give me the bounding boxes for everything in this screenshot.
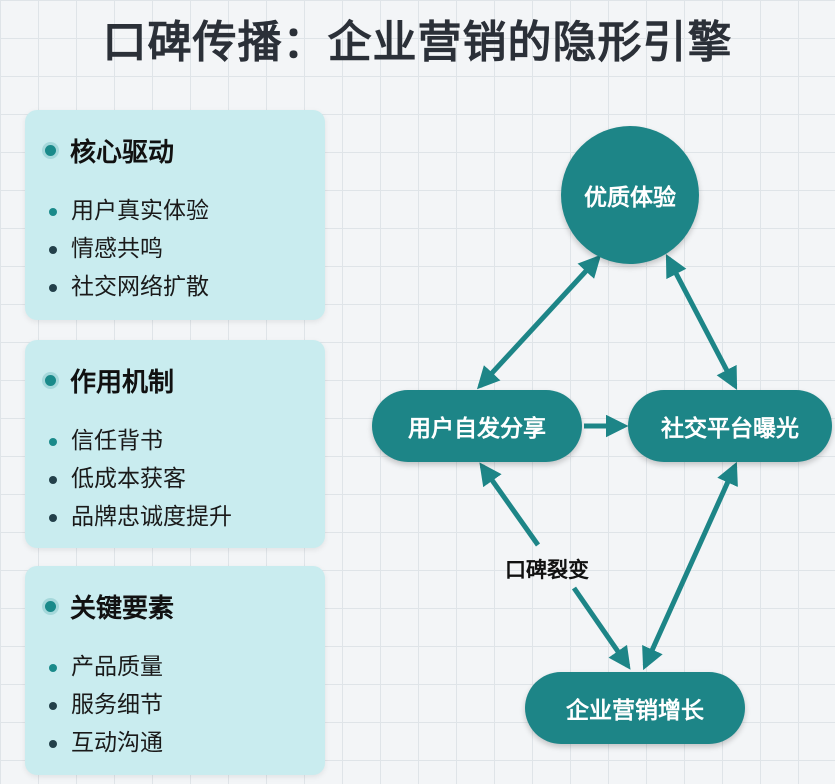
list-item: 情感共鸣 [47, 230, 209, 268]
edge-label: 口碑裂变 [505, 558, 589, 582]
page-title: 口碑传播：企业营销的隐形引擎 [102, 17, 733, 68]
list-item: 信任背书 [47, 422, 232, 460]
node-marketing-growth: 企业营销增长 [525, 672, 745, 744]
node-social-exposure: 社交平台曝光 [628, 390, 832, 462]
arrow-to-bottom [571, 586, 631, 670]
list-item: 低成本获客 [47, 460, 232, 498]
node-quality-experience: 优质体验 [561, 126, 699, 264]
arrow-top-left [476, 254, 602, 390]
panel-core-drivers: 核心驱动 用户真实体验 情感共鸣 社交网络扩散 [25, 110, 325, 320]
arrow-bottom-right [642, 461, 738, 671]
panel-heading: 作用机制 [70, 368, 175, 398]
list-item: 产品质量 [47, 648, 163, 686]
panel-heading: 核心驱动 [70, 138, 175, 168]
panel-heading: 关键要素 [70, 594, 175, 624]
list-item: 互动沟通 [47, 724, 163, 762]
bullet-icon [45, 601, 56, 612]
panel-mechanism: 作用机制 信任背书 低成本获客 品牌忠诚度提升 [25, 340, 325, 548]
list-item: 社交网络扩散 [47, 268, 209, 306]
list-item: 用户真实体验 [47, 192, 209, 230]
arrow-to-left [479, 462, 541, 547]
panel-key-elements: 关键要素 产品质量 服务细节 互动沟通 [25, 566, 325, 775]
list-item: 品牌忠诚度提升 [47, 498, 232, 536]
arrow-top-right [665, 254, 738, 390]
node-user-sharing: 用户自发分享 [372, 390, 582, 462]
bullet-icon [45, 145, 56, 156]
list-item: 服务细节 [47, 686, 163, 724]
bullet-icon [45, 375, 56, 386]
